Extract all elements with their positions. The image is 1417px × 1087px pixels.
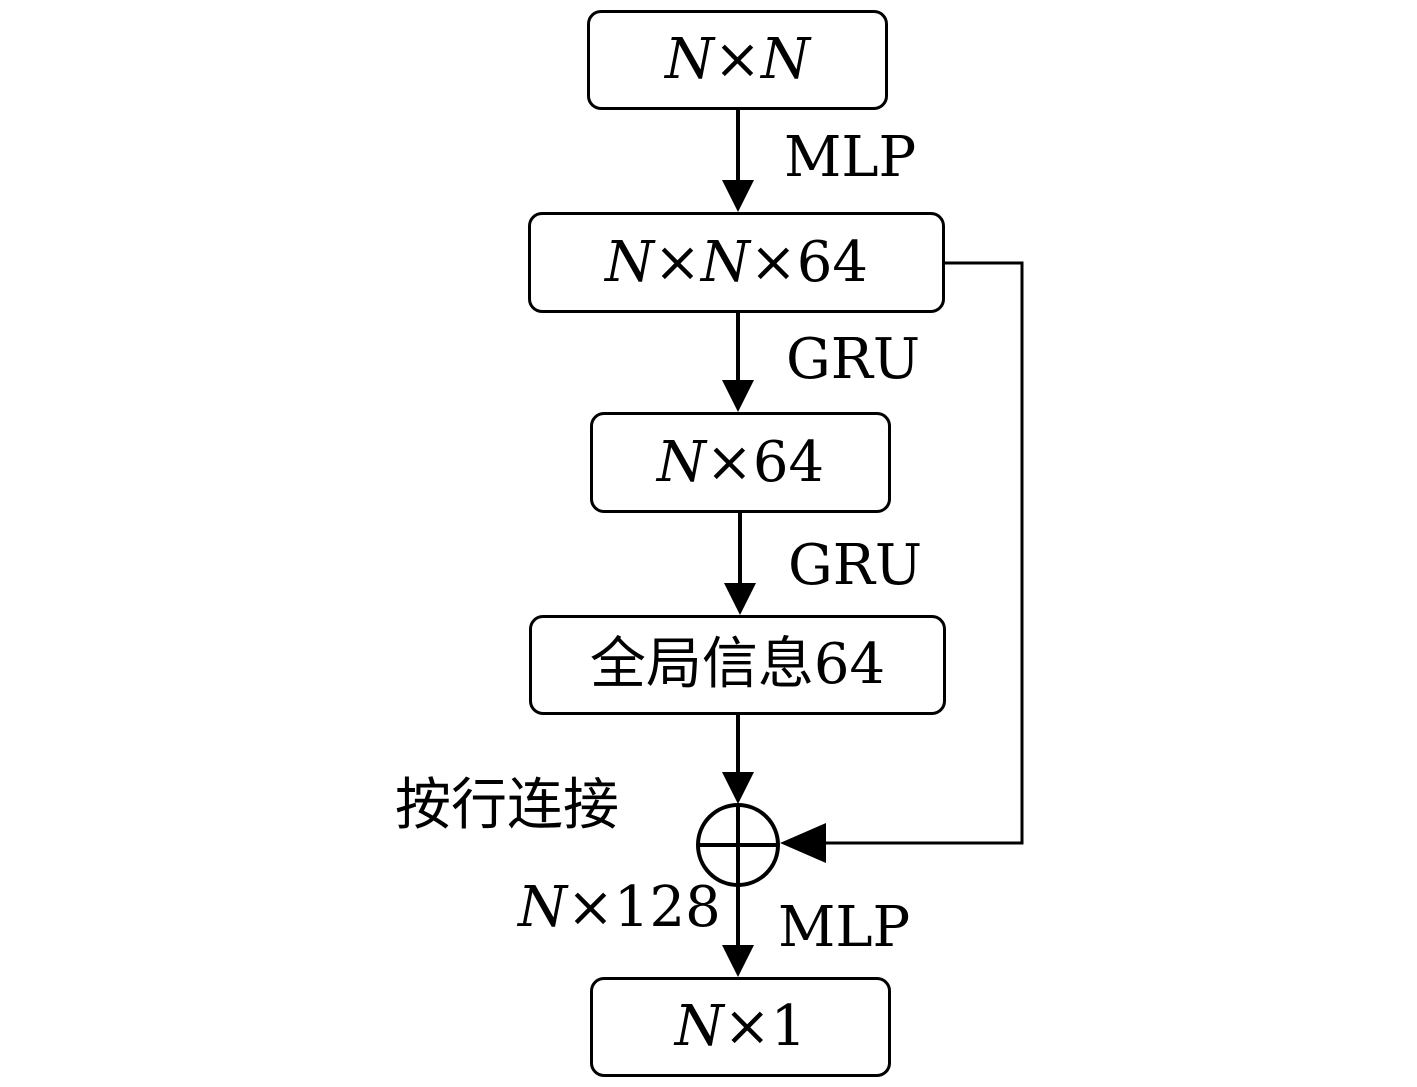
concat-dim-num: 128 [613,875,721,940]
edge-label-mlp-1: MLP [784,125,917,190]
node-gru-out-sep1: × [705,429,753,495]
skip-connection-line [812,261,1024,845]
node-embed: N×N×64 [528,212,945,313]
node-embed-var2: N [700,229,750,295]
node-global-text: 全局信息64 [589,632,886,697]
node-embed-sep1: × [653,229,701,295]
node-input: N×N [587,10,888,110]
arrowhead-gru-out-to-global [724,583,756,615]
arrowhead-input-to-embed [722,180,754,212]
node-output-sep1: × [723,994,771,1059]
node-embed-sep2: × [749,229,797,295]
node-input-var1: N [665,27,715,92]
node-gru-out-var1: N [656,429,706,495]
node-output: N×1 [590,977,891,1077]
arrowhead-global-to-concat [722,772,754,804]
node-embed-num: 64 [796,229,869,295]
concat-dim-sep: × [567,875,614,940]
concat-dim-var: N [518,875,567,940]
node-global: 全局信息64 [529,615,946,715]
node-input-var2: N [760,27,810,92]
edge-label-gru-2: GRU [788,533,923,598]
concat-dimension-label: N×128 [518,880,721,936]
node-gru-out: N×64 [590,412,891,513]
arrowhead-skip-to-concat [780,823,826,863]
node-gru-out-num: 64 [752,429,825,495]
arrowhead-concat-to-output [722,945,754,977]
edge-label-gru-1: GRU [786,327,921,392]
node-output-num: 1 [770,994,807,1059]
edge-label-mlp-2: MLP [778,895,911,960]
node-embed-var1: N [604,229,654,295]
arrowhead-embed-to-gru-out [722,380,754,412]
node-input-sep1: × [714,27,761,92]
concat-label: 按行连接 [395,773,619,838]
node-output-var1: N [674,994,724,1059]
